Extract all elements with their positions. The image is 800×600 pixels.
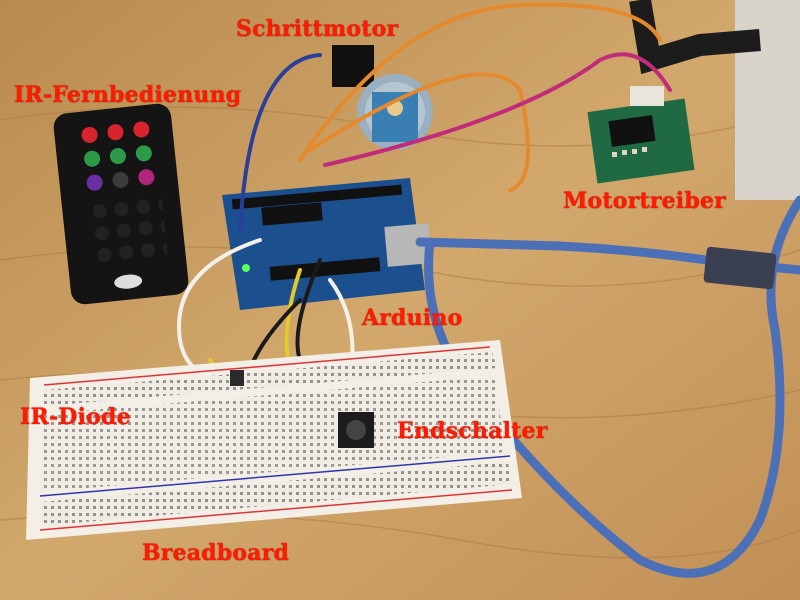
motor-driver-board (587, 86, 695, 184)
end-switch (338, 412, 374, 448)
breadboard (26, 340, 522, 540)
ir-diode-label: IR-Diode (20, 404, 131, 430)
breadboard-label: Breadboard (142, 540, 290, 566)
stepper-motor-label: Schrittmotor (236, 16, 399, 42)
arduino-label: Arduino (362, 305, 463, 331)
jumper-wires (177, 2, 672, 427)
arduino-board (222, 178, 432, 310)
motor-driver-label: Motortreiber (563, 188, 726, 214)
ir-remote (53, 103, 189, 305)
usb-plug (703, 246, 777, 290)
background-device (735, 0, 800, 200)
endstop-label: Endschalter (397, 418, 548, 444)
background-cable (629, 0, 761, 75)
ir-remote-label: IR-Fernbedienung (14, 82, 242, 108)
ir-diode (230, 370, 244, 386)
